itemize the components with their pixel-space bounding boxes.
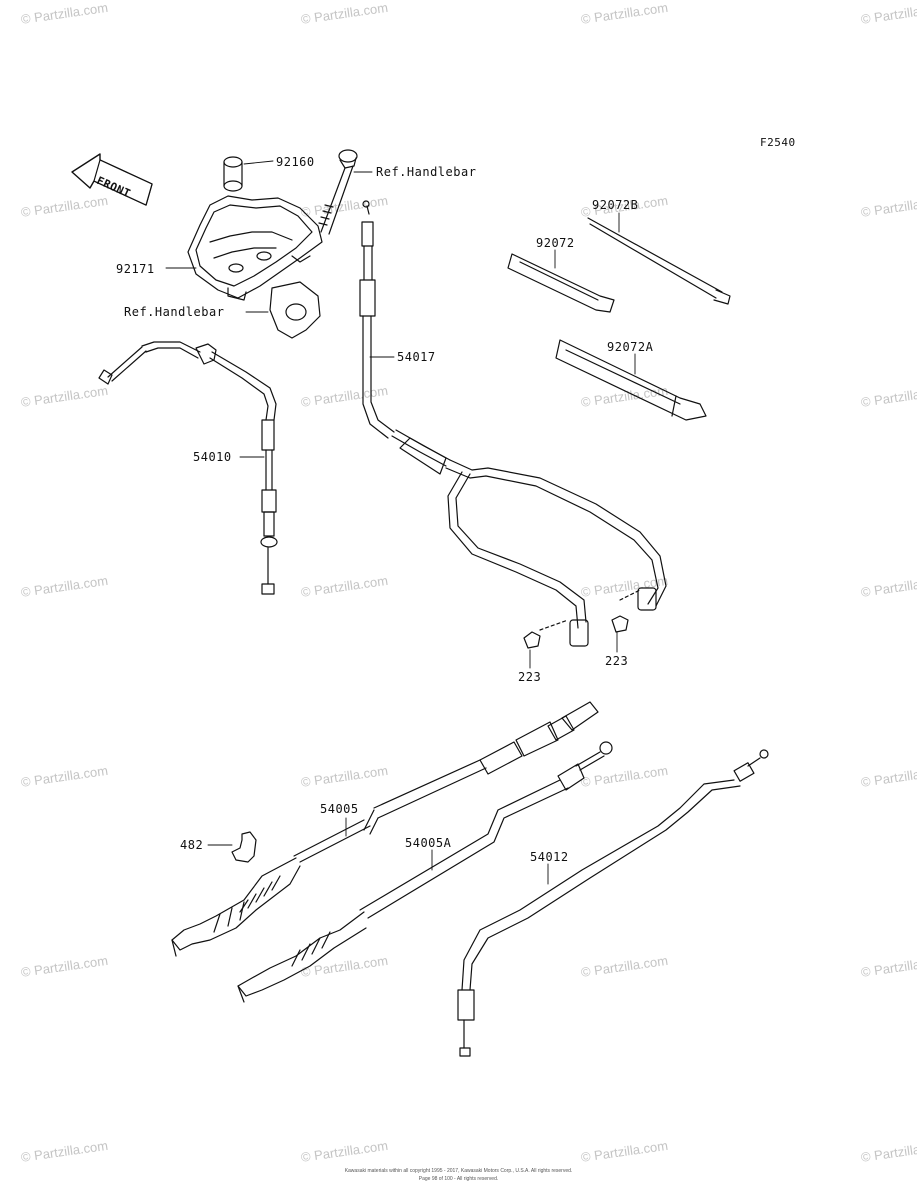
label-92072B: 92072B [592,198,639,212]
label-ref-handlebar-top: Ref.Handlebar [376,165,477,179]
cable-54017 [359,200,667,647]
e-clip-482 [231,831,257,863]
collar-92160 [223,156,243,192]
cable-54012 [457,749,769,1057]
label-54010: 54010 [193,450,232,464]
front-arrow-icon [71,153,153,206]
cable-54005 [171,701,599,957]
bolt [318,149,358,235]
clamp-holder-92171 [187,195,323,301]
label-92171: 92171 [116,262,155,276]
label-54005A: 54005A [405,836,452,850]
copyright-line-2: Page 98 of 100 - All rights reserved. [418,1176,499,1182]
label-54012: 54012 [530,850,569,864]
label-92072A: 92072A [607,340,654,354]
label-223-right: 223 [605,654,629,668]
cable-tie-92072B [587,217,731,305]
label-223-left: 223 [518,670,542,684]
label-92072: 92072 [536,236,575,250]
figure-code: F2540 [760,136,796,149]
cable-54005A [237,741,613,1003]
label-482: 482 [180,838,204,852]
cable-54010 [98,341,278,595]
clip-223-right [611,589,641,633]
label-54005: 54005 [320,802,359,816]
band-92072A [555,339,707,421]
handlebar-clamp [269,281,321,339]
label-54017: 54017 [397,350,436,364]
copyright-line-1: Kawasaki materials within all copyright … [344,1168,573,1174]
label-92160: 92160 [276,155,315,169]
clip-223-left [523,619,569,649]
label-ref-handlebar-bottom: Ref.Handlebar [124,305,225,319]
band-92072 [507,253,615,313]
